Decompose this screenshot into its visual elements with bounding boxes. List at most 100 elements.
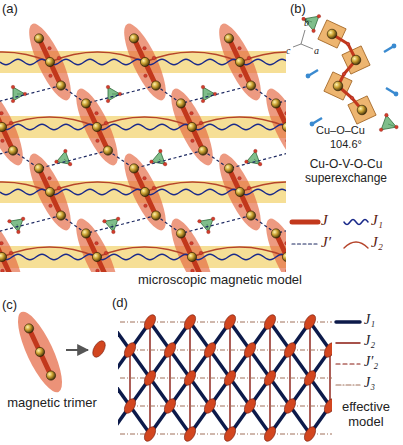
axis-line (301, 30, 305, 44)
o-atom (312, 29, 316, 33)
o-atom (199, 121, 203, 125)
cu-atom (151, 211, 160, 220)
panel-label: (a) (2, 2, 18, 17)
j3-dashdot (150, 378, 190, 379)
cu-atom (235, 187, 244, 196)
j1-thick (290, 406, 310, 434)
cu-atom (224, 34, 233, 43)
o-atom (9, 251, 13, 255)
o-atom (190, 111, 194, 115)
v-atom (394, 92, 399, 97)
o-atom (64, 149, 68, 153)
bond-label: Cu–O–Cu (316, 124, 365, 137)
panel-label: (d) (112, 296, 128, 311)
j1-thick (230, 322, 250, 350)
j-bond (276, 233, 286, 272)
cu-atom (34, 164, 43, 173)
effective-spin (302, 369, 318, 387)
o-atom (247, 56, 251, 60)
jprime-dashed (181, 216, 251, 234)
j1-thick (170, 350, 190, 378)
o-atom (191, 269, 195, 272)
o-atom (238, 46, 242, 50)
panel-caption: magnetic trimer (6, 396, 98, 411)
o-atom (346, 42, 350, 46)
effective-spin (262, 313, 278, 331)
legend-swatch (292, 220, 318, 225)
effective-spin (142, 369, 158, 387)
j1-wave (0, 254, 286, 259)
cu-atom (103, 146, 112, 155)
legend-text: J₂ (364, 333, 375, 349)
cu-atom (246, 211, 255, 220)
cu-atom (129, 34, 138, 43)
jprime-dashed (0, 86, 61, 104)
effective-spin (302, 425, 318, 442)
j3-dashdot (230, 322, 270, 323)
o-atom (0, 241, 3, 245)
cu-atom (327, 29, 337, 39)
o-atom (104, 121, 108, 125)
o-atom (116, 217, 120, 221)
effective-spin (202, 397, 218, 415)
cu-atom (224, 164, 233, 173)
trimer-ellipse (68, 214, 125, 272)
o-atom (17, 230, 21, 234)
j-bond (86, 233, 108, 272)
j3-dashdot (270, 322, 310, 323)
o-atom (144, 74, 148, 78)
j2-arc (0, 182, 50, 192)
trimer-ellipse (0, 214, 31, 272)
legend-swatch (344, 242, 368, 248)
o-atom (285, 111, 286, 115)
exchange-label: Cu-O-V-O-Cu superexchange (290, 158, 402, 186)
j3-dashdot (170, 406, 210, 407)
j-bond (29, 328, 51, 375)
effective-spin (222, 369, 238, 387)
legend-text: J (321, 212, 328, 229)
o-atom (48, 176, 52, 180)
axis-label: c (286, 45, 290, 57)
o-atom (68, 162, 72, 166)
cu-atom (246, 81, 255, 90)
cu-atom (81, 229, 90, 238)
axis-line (293, 44, 301, 47)
j-bond (39, 38, 61, 85)
o-atom (379, 128, 383, 132)
o-atom (9, 121, 13, 125)
j3-dashdot (170, 350, 210, 351)
o-atom (239, 74, 243, 78)
legend-swatch (336, 363, 360, 364)
j3-dashdot (130, 350, 170, 351)
o-atom (49, 74, 53, 78)
o-atom (258, 162, 262, 166)
cu-atom (92, 252, 101, 261)
panel-b-structure (293, 14, 398, 131)
j-bond (134, 168, 156, 215)
o-atom (106, 85, 110, 89)
j1-thick (190, 378, 210, 406)
legend-swatch (336, 384, 360, 385)
legend-swatch (292, 243, 318, 244)
o-atom (103, 219, 107, 223)
v-atom (392, 44, 397, 49)
effective-spin (322, 341, 332, 359)
j3-dashdot (230, 434, 270, 435)
jprime-dashed (134, 151, 203, 169)
j1-thick (150, 378, 170, 406)
panel-d-lattice (118, 313, 332, 442)
o-atom (199, 251, 203, 255)
o-atom (238, 176, 242, 180)
effective-spin (222, 425, 238, 442)
o-atom (57, 56, 61, 60)
cu-atom (140, 57, 149, 66)
j1-thick (210, 406, 230, 434)
j1-thick (270, 378, 290, 406)
j3-dashdot (230, 378, 270, 379)
cu-atom (129, 164, 138, 173)
j-bond (86, 103, 108, 150)
o-atom (201, 99, 205, 103)
o-atom (0, 111, 3, 115)
o-atom (254, 149, 258, 153)
